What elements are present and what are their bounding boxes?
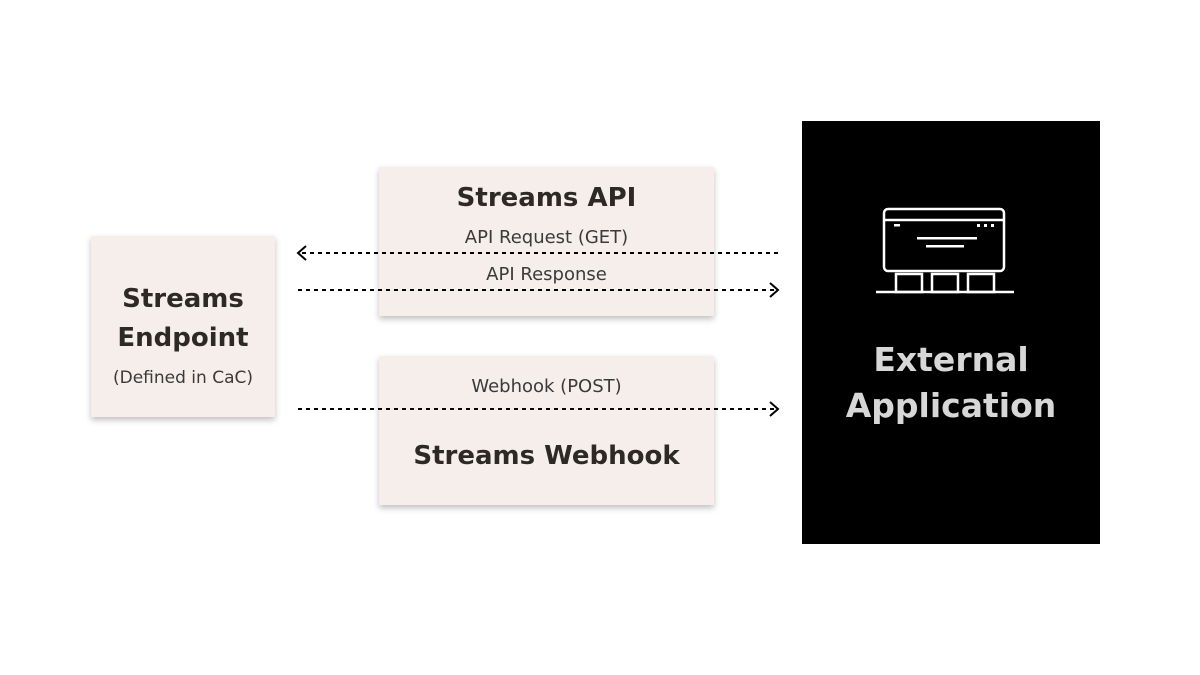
external-application-title-line2: Application	[845, 386, 1057, 425]
streams-api-box: Streams API	[379, 167, 714, 316]
api-request-label: API Request (GET)	[464, 227, 629, 248]
api-request-arrowhead	[296, 245, 307, 261]
streams-endpoint-title: Streams Endpoint	[91, 280, 275, 358]
streams-webhook-box: Streams Webhook	[379, 356, 714, 505]
streams-webhook-title: Streams Webhook	[413, 441, 680, 471]
external-application-title: External Application	[802, 337, 1100, 429]
web-application-icon	[876, 207, 1014, 294]
streams-api-title: Streams API	[456, 183, 637, 213]
streams-endpoint-title-line2: Endpoint	[117, 323, 249, 353]
api-response-label: API Response	[486, 264, 607, 285]
streams-endpoint-title-line1: Streams	[122, 284, 244, 314]
external-application-title-line1: External	[873, 340, 1029, 379]
streams-endpoint-box: Streams Endpoint (Defined in CaC)	[91, 236, 275, 417]
webhook-post-label: Webhook (POST)	[471, 376, 622, 397]
external-application-box: External Application	[802, 121, 1100, 544]
api-response-arrowhead	[769, 282, 780, 298]
streams-endpoint-subtitle: (Defined in CaC)	[112, 368, 253, 388]
webhook-post-arrowhead	[769, 401, 780, 417]
